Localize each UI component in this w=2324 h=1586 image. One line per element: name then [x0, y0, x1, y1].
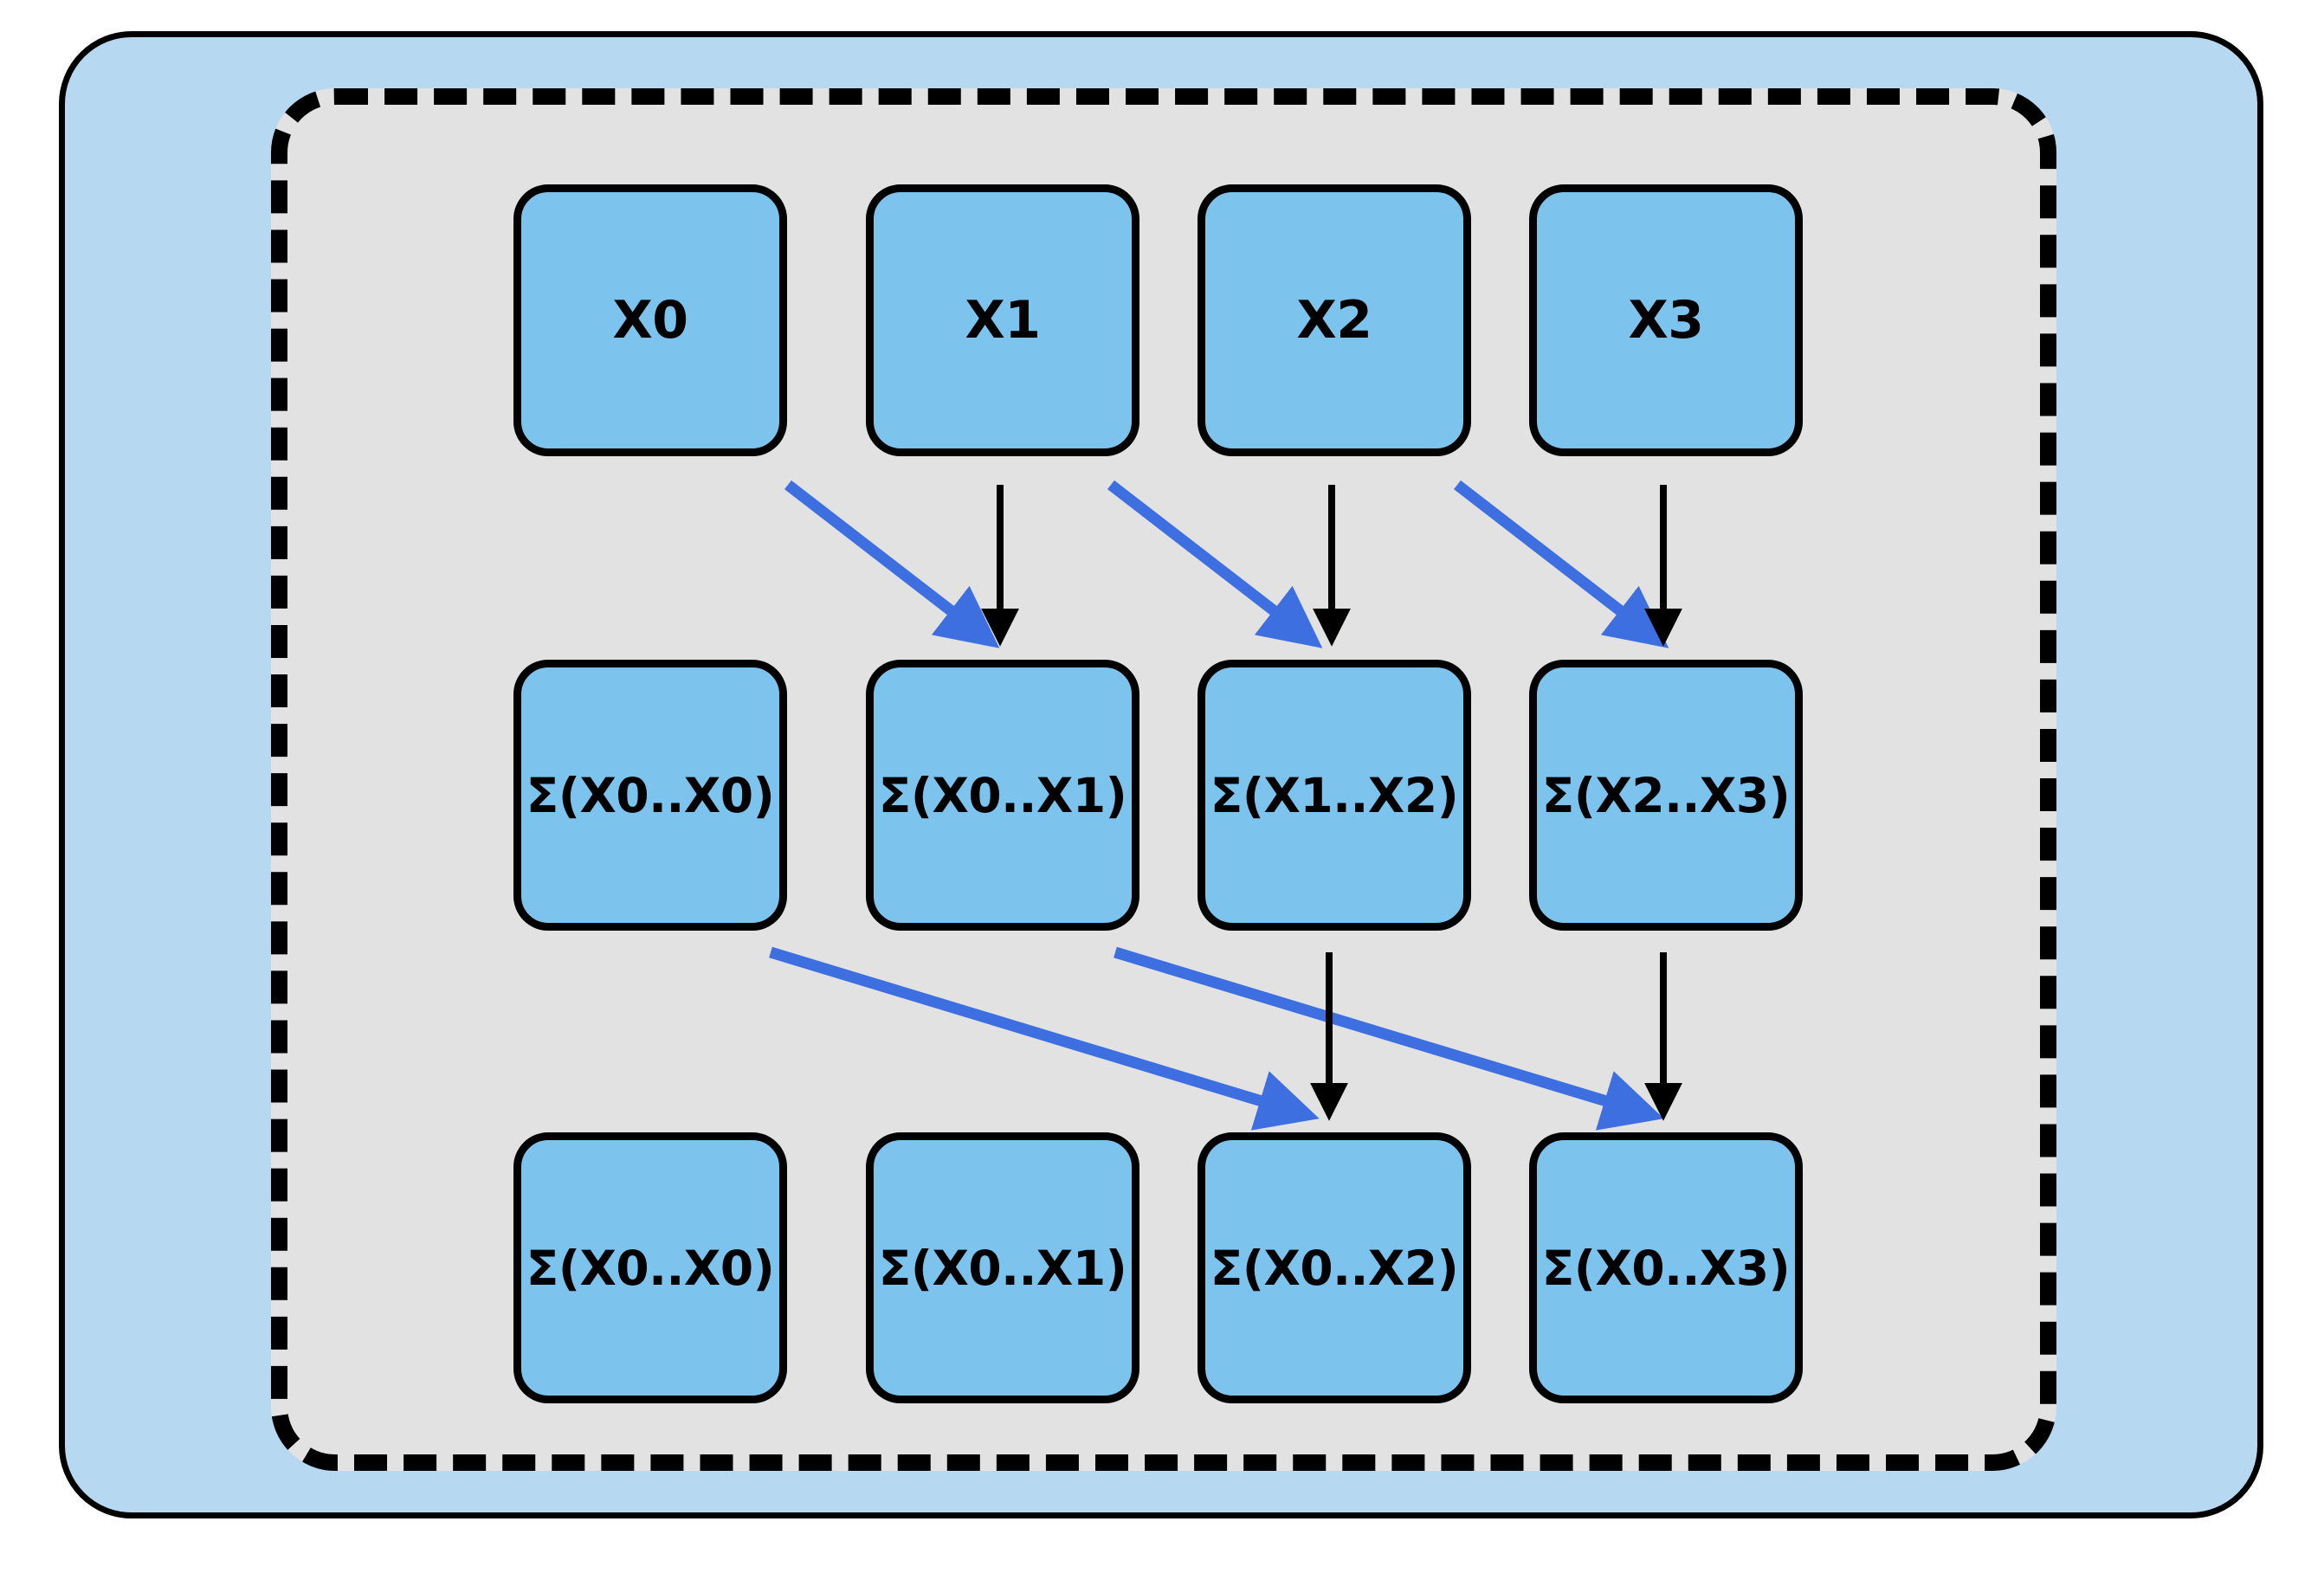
node-sum-x0-x1-step1[interactable]: Σ(X0..X1) — [866, 660, 1139, 931]
node-x1[interactable]: X1 — [866, 184, 1139, 456]
node-sum-x0-x3-final[interactable]: Σ(X0..X3) — [1529, 1132, 1803, 1403]
node-sum-x0-x1-final-label: Σ(X0..X1) — [878, 1240, 1127, 1296]
node-x0[interactable]: X0 — [513, 184, 787, 456]
node-sum-x0-x1-final[interactable]: Σ(X0..X1) — [866, 1132, 1139, 1403]
node-x2-label: X2 — [1296, 290, 1372, 351]
node-sum-x0-x1-step1-label: Σ(X0..X1) — [878, 767, 1127, 823]
node-sum-x0-x0-final[interactable]: Σ(X0..X0) — [513, 1132, 787, 1403]
node-x0-label: X0 — [612, 290, 688, 351]
node-x1-label: X1 — [965, 290, 1041, 351]
node-sum-x1-x2-step1[interactable]: Σ(X1..X2) — [1198, 660, 1471, 931]
node-sum-x0-x2-final-label: Σ(X0..X2) — [1210, 1240, 1459, 1296]
node-sum-x2-x3-step1[interactable]: Σ(X2..X3) — [1529, 660, 1803, 931]
node-sum-x2-x3-step1-label: Σ(X2..X3) — [1541, 767, 1791, 823]
node-sum-x0-x2-final[interactable]: Σ(X0..X2) — [1198, 1132, 1471, 1403]
node-sum-x0-x0-step1-label: Σ(X0..X0) — [526, 767, 775, 823]
node-x3[interactable]: X3 — [1529, 184, 1803, 456]
node-sum-x1-x2-step1-label: Σ(X1..X2) — [1210, 767, 1459, 823]
node-x3-label: X3 — [1628, 290, 1704, 351]
node-sum-x0-x3-final-label: Σ(X0..X3) — [1541, 1240, 1791, 1296]
node-x2[interactable]: X2 — [1198, 184, 1471, 456]
node-sum-x0-x0-final-label: Σ(X0..X0) — [526, 1240, 775, 1296]
node-sum-x0-x0-step1[interactable]: Σ(X0..X0) — [513, 660, 787, 931]
